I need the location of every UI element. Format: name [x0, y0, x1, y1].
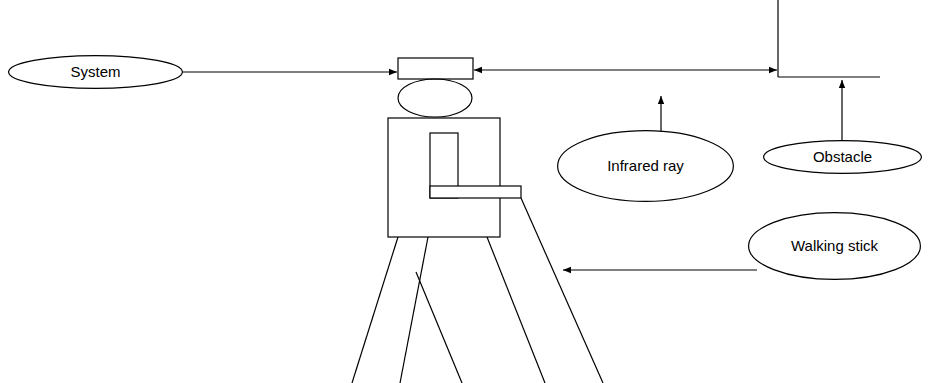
callout-ellipse: Obstacle [763, 140, 922, 174]
callout-ellipse: Infrared ray [557, 130, 734, 202]
leader-line [660, 96, 661, 133]
leader-line [183, 71, 397, 72]
callout-text: System [70, 63, 120, 80]
body [388, 118, 500, 237]
callout-ellipse: System [8, 55, 183, 89]
leg-line [487, 237, 545, 383]
leg-line [400, 237, 428, 383]
sensor-box [398, 58, 473, 79]
forearm [430, 186, 521, 198]
leg-line [416, 272, 462, 383]
leader-line [563, 269, 757, 270]
obstacle-floor [778, 76, 880, 77]
callout-ellipse: Walking stick [748, 212, 921, 280]
obstacle-wall [777, 0, 778, 77]
leader-line [841, 80, 842, 140]
head [398, 79, 472, 117]
leg-line [352, 237, 398, 383]
callout-text: Walking stick [791, 237, 878, 254]
infrared-ray-line [474, 69, 777, 70]
callout-text: Obstacle [813, 148, 872, 165]
callout-text: Infrared ray [607, 157, 684, 174]
walking-stick-line [521, 198, 603, 383]
